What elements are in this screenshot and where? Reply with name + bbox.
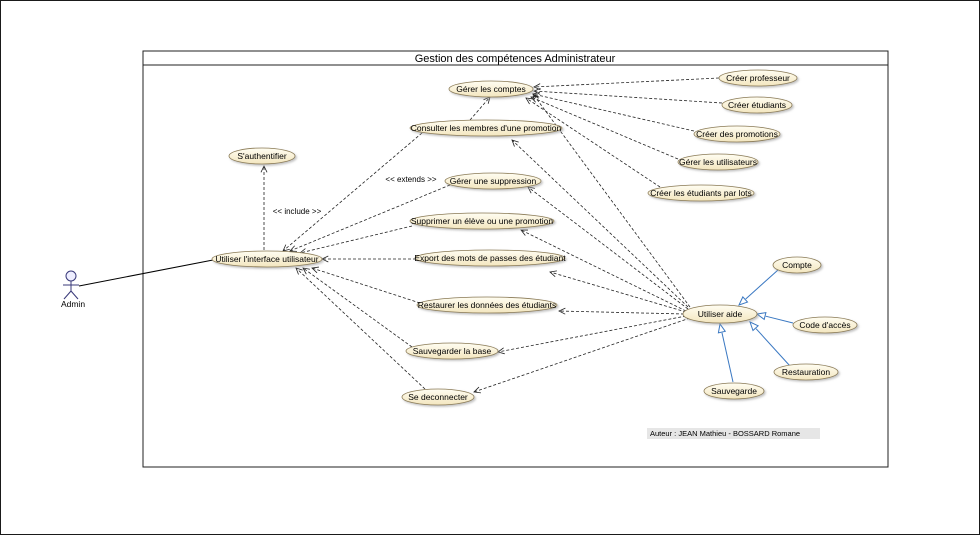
system-title: Gestion des compétences Administrateur	[415, 53, 616, 65]
dependency-line	[533, 90, 723, 104]
generalization-arrowhead	[755, 311, 767, 321]
usecase-label: Créer des promotions	[696, 129, 778, 139]
usecase-sauthentifier[interactable]: S'authentifier	[228, 147, 296, 165]
generalization-arrowhead	[717, 322, 727, 334]
dependency-arrowhead	[532, 93, 540, 101]
extends-stereotype: << extends >>	[385, 175, 436, 184]
generalization-line	[755, 328, 791, 367]
dependency-arrowhead	[302, 267, 310, 275]
dependency-line	[525, 97, 661, 188]
usecase-label: Code d'accès	[799, 320, 850, 330]
usecase-label: Créer les étudiants par lots	[650, 188, 752, 198]
dependency-line	[533, 77, 720, 88]
dependency-arrowhead	[289, 245, 298, 252]
dependency-line	[497, 315, 687, 353]
dependency-line	[558, 310, 685, 315]
dependency-line	[311, 267, 421, 304]
usecase-label: Gérer les utilisateurs	[679, 157, 757, 167]
generalization-line	[745, 269, 779, 300]
use-cases: Gérer les comptes Consulter les membres …	[211, 69, 858, 406]
generalization-line	[765, 315, 794, 324]
usecase-label: Sauvegarde	[711, 386, 757, 396]
usecase-label: Créer étudiants	[728, 100, 786, 110]
dependency-line	[527, 186, 689, 310]
usecase-creer-etudiants-lots[interactable]: Créer les étudiants par lots	[647, 184, 755, 202]
dependency-line	[302, 267, 413, 348]
usecase-compte[interactable]: Compte	[772, 256, 822, 274]
usecase-label: Se deconnecter	[408, 392, 468, 402]
dependency-arrowhead	[549, 270, 557, 277]
usecase-label: Gérer les comptes	[456, 84, 525, 94]
dependency-arrowhead	[295, 267, 303, 275]
dependency-arrowhead	[511, 139, 519, 147]
usecase-label: Utiliser l'interface utilisateur	[215, 254, 318, 264]
usecase-label: Supprimer un élève ou une promotion	[411, 216, 553, 226]
dependency-arrowhead	[260, 165, 268, 173]
usecase-utiliser-aide[interactable]: Utiliser aide	[682, 304, 758, 324]
author-note: Auteur : JEAN Mathieu - BOSSARD Romane	[647, 428, 820, 439]
dependency-line	[295, 267, 426, 390]
usecase-label: Utiliser aide	[698, 309, 743, 319]
usecase-utiliser-interface[interactable]: Utiliser l'interface utilisateur	[211, 250, 323, 268]
system-boundary: Gestion des compétences Administrateur	[142, 50, 889, 468]
usecase-label: Compte	[782, 260, 812, 270]
dependency-arrowhead	[533, 87, 541, 95]
usecase-creer-etudiants[interactable]: Créer étudiants	[721, 96, 793, 114]
usecase-label: Sauvegarder la base	[413, 346, 492, 356]
usecase-restauration[interactable]: Restauration	[773, 363, 839, 381]
dependency-arrowhead	[311, 266, 319, 274]
dependency-arrowhead	[520, 229, 529, 236]
usecase-label: S'authentifier	[237, 151, 287, 161]
actor-admin[interactable]: Admin	[61, 270, 85, 309]
usecase-label: Gérer une suppression	[450, 176, 537, 186]
association-line	[78, 259, 214, 287]
usecase-export[interactable]: Export des mots de passes des étudiant	[414, 249, 566, 267]
usecase-sauvegarder-base[interactable]: Sauvegarder la base	[405, 342, 499, 360]
dependency-arrowhead	[473, 386, 481, 394]
usecase-supprimer-eleve[interactable]: Supprimer un élève ou une promotion	[409, 212, 555, 230]
usecase-code-acces[interactable]: Code d'accès	[792, 316, 858, 334]
dependency-line	[511, 139, 689, 308]
dependency-arrowhead	[525, 97, 533, 105]
usecase-label: Export des mots de passes des étudiant	[414, 253, 566, 263]
usecase-creer-professeur[interactable]: Créer professeur	[718, 69, 798, 87]
usecase-sauvegarde[interactable]: Sauvegarde	[703, 382, 765, 400]
generalization-line	[721, 332, 734, 383]
usecase-label: Restaurer les données des étudiants	[418, 300, 556, 310]
author-text: Auteur : JEAN Mathieu - BOSSARD Romane	[650, 429, 800, 438]
dependency-line	[282, 132, 423, 252]
actor-label: Admin	[61, 299, 85, 309]
dependency-line	[520, 229, 687, 312]
generalization-arrowhead	[749, 321, 760, 332]
usecase-label: Consulter les membres d'une promotion	[411, 123, 562, 133]
dependency-line	[289, 184, 451, 252]
usecase-gerer-utilisateurs[interactable]: Gérer les utilisateurs	[677, 153, 759, 171]
include-stereotype: << include >>	[273, 207, 322, 216]
dependency-line	[532, 93, 695, 132]
usecase-se-deconnecter[interactable]: Se deconnecter	[401, 388, 475, 406]
dependency-arrowhead	[527, 186, 535, 194]
usecase-consulter-membres[interactable]: Consulter les membres d'une promotion	[409, 119, 563, 137]
usecase-restaurer[interactable]: Restaurer les données des étudiants	[416, 296, 558, 314]
usecase-gerer-comptes[interactable]: Gérer les comptes	[448, 80, 534, 98]
generalization-arrowhead	[738, 295, 749, 306]
dependency-arrowhead	[558, 307, 566, 315]
usecase-gerer-suppression[interactable]: Gérer une suppression	[444, 172, 542, 190]
usecase-label: Créer professeur	[726, 73, 790, 83]
usecase-label: Restauration	[782, 367, 830, 377]
dependency-line	[473, 317, 691, 393]
dependency-line	[549, 271, 687, 313]
dependency-line	[299, 225, 413, 254]
usecase-creer-promotions[interactable]: Créer des promotions	[693, 125, 781, 143]
dependency-line	[469, 96, 491, 121]
dependency-line	[530, 96, 679, 160]
stick-figure-icon	[63, 270, 79, 300]
